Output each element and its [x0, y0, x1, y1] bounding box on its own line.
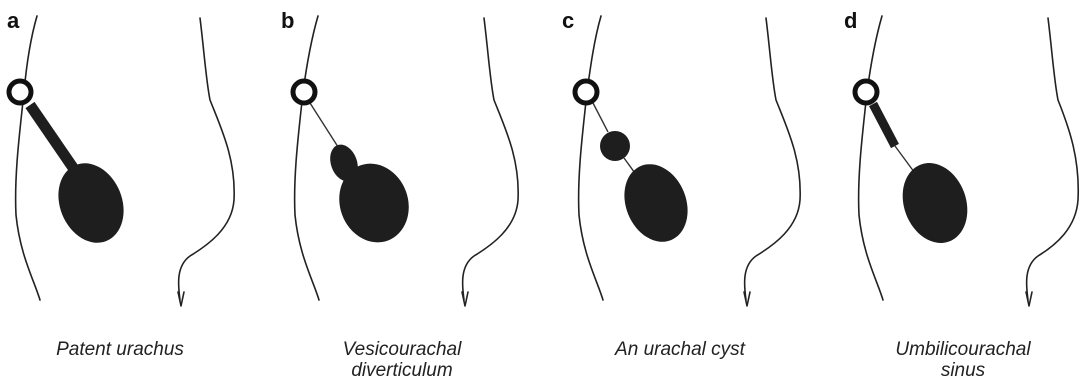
- panel-d-caption-line-1: Umbilicourachal: [895, 339, 1031, 360]
- panel-a-letter: a: [7, 8, 20, 33]
- panel-d-caption-line-2: sinus: [941, 360, 986, 379]
- panel-d-letter: d: [844, 8, 857, 33]
- posterior-body-contour: [744, 18, 800, 306]
- umbilicus: [293, 81, 315, 103]
- umbilicus: [9, 81, 31, 103]
- panel-b-caption-line-1: Vesicourachal: [343, 339, 462, 360]
- umbilicus: [575, 81, 597, 103]
- posterior-body-contour: [178, 18, 234, 306]
- anterior-abdominal-wall: [16, 16, 40, 300]
- patent-urachus-channel: [30, 105, 76, 172]
- bladder: [613, 155, 699, 252]
- panel-b-caption-line-2: diverticulum: [351, 360, 452, 379]
- anterior-abdominal-wall: [295, 16, 319, 300]
- panel-a: a Patent urachus: [7, 8, 234, 360]
- posterior-body-contour: [1026, 18, 1078, 306]
- anterior-abdominal-wall: [859, 16, 883, 300]
- bladder: [47, 153, 135, 252]
- panel-c-letter: c: [562, 8, 574, 33]
- panel-a-caption-line-1: Patent urachus: [56, 339, 184, 360]
- bladder: [892, 154, 978, 252]
- umbilicourachal-sinus-tract: [873, 104, 895, 146]
- obliterated-urachus: [310, 103, 340, 150]
- panel-b-letter: b: [281, 8, 294, 33]
- posterior-body-contour: [462, 18, 518, 306]
- umbilicus: [855, 81, 877, 103]
- panel-c: c An urachal cyst: [562, 8, 800, 360]
- anterior-abdominal-wall: [579, 16, 603, 300]
- panel-d: d Umbilicourachal sinus: [844, 8, 1078, 379]
- urachal-cyst: [600, 131, 630, 161]
- obliterated-urachus-upper: [593, 103, 608, 132]
- panel-b: b Vesicourachal diverticulum: [281, 8, 518, 379]
- panel-c-caption-line-1: An urachal cyst: [614, 339, 746, 360]
